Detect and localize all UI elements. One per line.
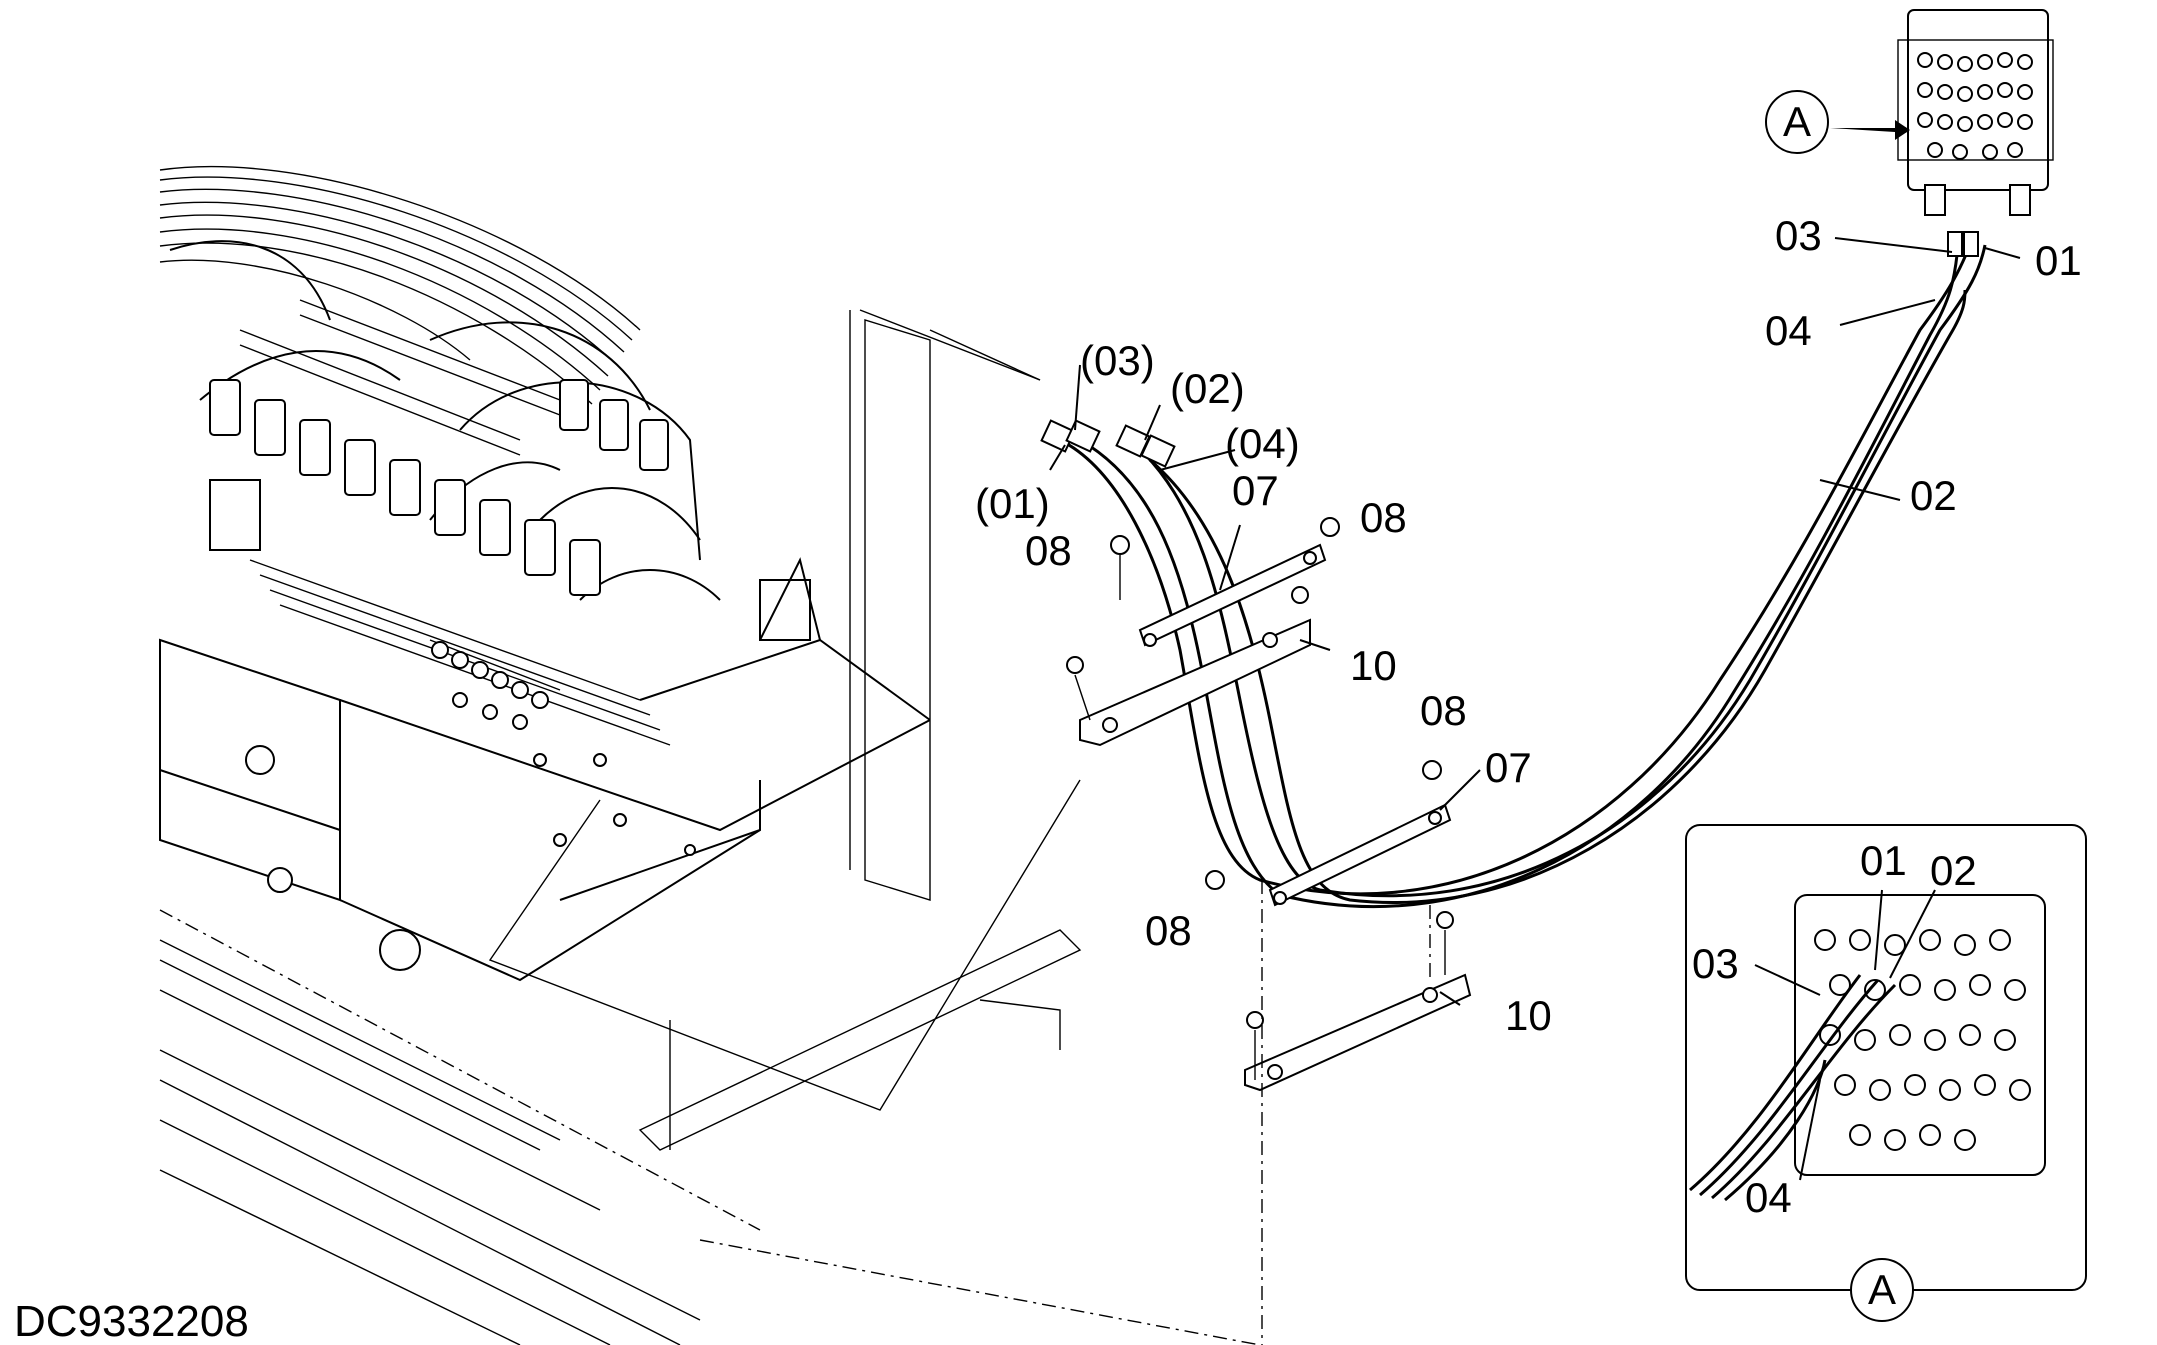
view-marker-circle-bottom [1850, 1258, 1914, 1322]
hose-03 [1079, 244, 1960, 909]
callout-10-upper: 10 [1350, 642, 1397, 689]
control-valve-block [1897, 9, 2054, 257]
detail-callout-04: 04 [1745, 1174, 1792, 1221]
view-arrow [1830, 120, 1910, 140]
clamp-07-upper [1138, 543, 1327, 647]
detail-callout-02: 02 [1930, 847, 1977, 894]
leader-lines [1049, 237, 2021, 1181]
callout-p04: (04) [1225, 420, 1300, 467]
bracket-10-upper [1079, 618, 1311, 747]
callout-p01: (01) [975, 480, 1050, 527]
detail-callout-03: 03 [1692, 940, 1739, 987]
callout-10-lower: 10 [1505, 992, 1552, 1039]
detail-callout-01: 01 [1860, 837, 1907, 884]
callout-07-upper: 07 [1232, 467, 1279, 514]
callout-04-top: 04 [1765, 307, 1812, 354]
callout-p02: (02) [1170, 365, 1245, 412]
hose-04 [1149, 289, 1967, 905]
callout-08-upper-left: 08 [1025, 527, 1072, 574]
callout-01-top: 01 [2035, 237, 2082, 284]
hose-02 [1129, 244, 1987, 898]
view-marker-circle-top [1765, 90, 1829, 154]
callout-08-middle: 08 [1420, 687, 1467, 734]
callout-03-top: 03 [1775, 212, 1822, 259]
callout-p03: (03) [1080, 337, 1155, 384]
detail-view-a [1685, 824, 2087, 1291]
cable-chain-assembly [159, 165, 1261, 1345]
callout-02-right: 02 [1910, 472, 1957, 519]
view-marker-top: A [1783, 98, 1811, 145]
bracket-10-lower [1244, 973, 1472, 1092]
drawing-code: DC9332208 [14, 1297, 249, 1345]
callout-07-lower: 07 [1485, 744, 1532, 791]
hose-01 [1059, 244, 1972, 896]
view-marker-bottom: A [1868, 1266, 1896, 1313]
callout-08-lower-left: 08 [1145, 907, 1192, 954]
callout-08-upper-right: 08 [1360, 494, 1407, 541]
bolts-08 [1066, 517, 1454, 1029]
clamp-07-lower [1268, 803, 1452, 907]
